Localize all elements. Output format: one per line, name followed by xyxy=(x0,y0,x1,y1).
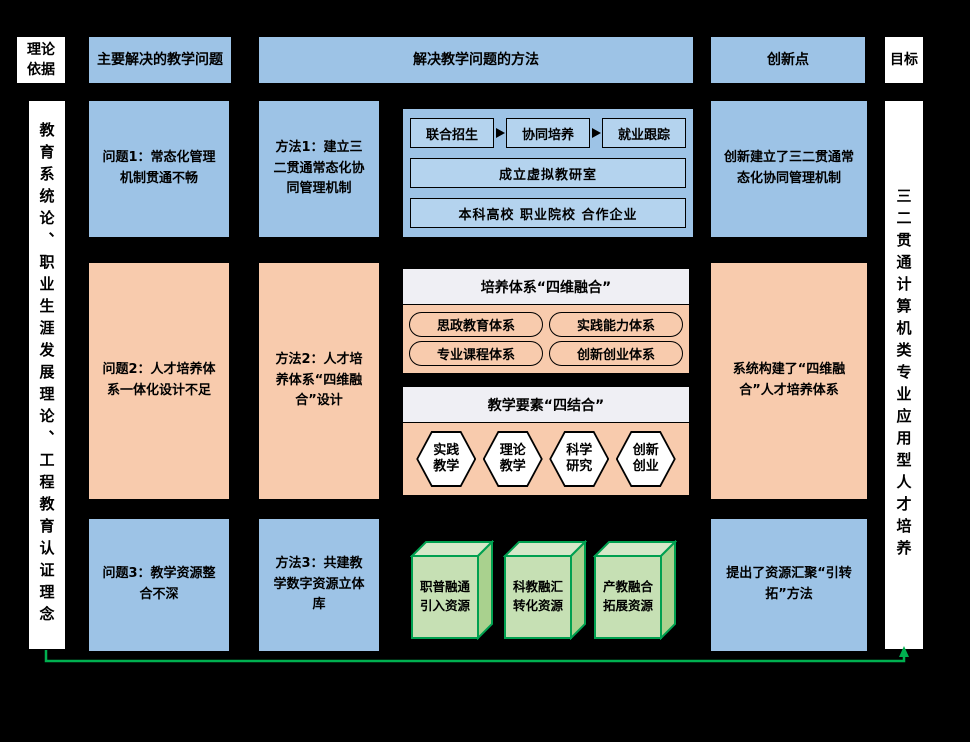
virtual-teaching-office-box: 成立虚拟教研室 xyxy=(410,158,686,188)
four-dimension-panel: 培养体系“四维融合” 思政教育体系 实践能力体系 专业课程体系 创新创业体系 xyxy=(402,268,690,374)
chain-recruit-label: 联合招生 xyxy=(425,127,478,143)
header-goal-label: 目标 xyxy=(890,51,918,68)
cube-label: 职普融通引入资源 xyxy=(412,556,478,638)
cube-label: 科教融汇转化资源 xyxy=(505,556,571,638)
hexagon-scientific-research: 科学研究 xyxy=(549,431,610,487)
problem-1-box: 问题1：常态化管理机制贯通不畅 xyxy=(88,100,230,238)
pill-practice-system: 实践能力体系 xyxy=(549,312,683,337)
innovation-1-text: 创新建立了三二贯通常态化协同管理机制 xyxy=(723,150,854,186)
resource-cube-science-education: 科教融汇转化资源 xyxy=(503,540,587,640)
header-goal: 目标 xyxy=(884,36,924,84)
innovation-3-box: 提出了资源汇聚“引转拓”方法 xyxy=(710,518,868,652)
problem-1-text: 问题1：常态化管理机制贯通不畅 xyxy=(102,150,216,186)
header-problems-label: 主要解决的教学问题 xyxy=(97,51,223,68)
header-methods: 解决教学问题的方法 xyxy=(258,36,694,84)
header-methods-label: 解决教学问题的方法 xyxy=(413,51,539,68)
cube-label: 产教融合拓展资源 xyxy=(595,556,661,638)
chain-box-employment: 就业跟踪 xyxy=(602,118,686,148)
chain-box-recruit: 联合招生 xyxy=(410,118,494,148)
four-combination-title-label: 教学要素“四结合” xyxy=(487,397,605,414)
method-3-text: 方法3：共建教学数字资源立体库 xyxy=(273,555,365,613)
resource-cube-industry-education: 产教融合拓展资源 xyxy=(593,540,677,640)
header-theory-basis-label: 理论依据 xyxy=(27,41,55,78)
innovation-3-text: 提出了资源汇聚“引转拓”方法 xyxy=(726,566,852,602)
four-combination-panel: 教学要素“四结合” 实践教学 理论教学 xyxy=(402,386,690,496)
pill-curriculum-system: 专业课程体系 xyxy=(409,341,543,366)
problem-3-text: 问题3：教学资源整合不深 xyxy=(102,566,216,602)
hex-research-label: 科学研究 xyxy=(566,443,593,474)
chain-employment-label: 就业跟踪 xyxy=(617,127,670,143)
hexagon-practice-teaching: 实践教学 xyxy=(416,431,477,487)
cube-industry-education-text: 产教融合拓展资源 xyxy=(602,579,653,613)
hexagon-face: 实践教学 xyxy=(418,433,475,485)
innovation-2-text: 系统构建了“四维融合”人才培养体系 xyxy=(732,362,846,398)
header-theory-basis: 理论依据 xyxy=(16,36,66,84)
chain-box-cultivate: 协同培养 xyxy=(506,118,590,148)
chain-cultivate-label: 协同培养 xyxy=(521,127,574,143)
institutions-box: 本科高校 职业院校 合作企业 xyxy=(410,198,686,228)
hex-theory-label: 理论教学 xyxy=(499,443,526,474)
method-1-text: 方法1：建立三二贯通常态化协同管理机制 xyxy=(273,139,365,197)
right-sidebar-goal: 三二贯通计算机类专业应用型人才培养 xyxy=(884,100,924,650)
problem-3-box: 问题3：教学资源整合不深 xyxy=(88,518,230,652)
cube-3d-icon xyxy=(503,540,587,640)
resource-cube-general-education: 职普融通引入资源 xyxy=(410,540,494,640)
innovation-1-box: 创新建立了三二贯通常态化协同管理机制 xyxy=(710,100,868,238)
pill-innovation-label: 创新创业体系 xyxy=(576,348,655,363)
pill-curriculum-label: 专业课程体系 xyxy=(436,348,515,363)
problem-2-box: 问题2：人才培养体系一体化设计不足 xyxy=(88,262,230,500)
pill-innovation-system: 创新创业体系 xyxy=(549,341,683,366)
header-innovation: 创新点 xyxy=(710,36,866,84)
method-2-box: 方法2：人才培养体系“四维融合”设计 xyxy=(258,262,380,500)
four-dimension-panel-title: 培养体系“四维融合” xyxy=(403,269,689,305)
left-sidebar-theory: 教育系统论、职业生涯发展理论、工程教育认证理念 xyxy=(28,100,66,650)
header-innovation-label: 创新点 xyxy=(767,51,809,68)
four-combination-panel-title: 教学要素“四结合” xyxy=(403,387,689,423)
right-sidebar-text: 三二贯通计算机类专业应用型人才培养 xyxy=(894,188,913,562)
method-3-box: 方法3：共建教学数字资源立体库 xyxy=(258,518,380,652)
hexagon-theory-teaching: 理论教学 xyxy=(482,431,543,487)
method-1-detail-panel: 联合招生 协同培养 就业跟踪 成立虚拟教研室 本科高校 职业院校 合作企业 xyxy=(402,108,694,238)
pill-ideology-system: 思政教育体系 xyxy=(409,312,543,337)
pill-ideology-label: 思政教育体系 xyxy=(436,319,515,334)
hexagon-innovation-entrepreneurship: 创新创业 xyxy=(615,431,676,487)
cube-science-education-text: 科教融汇转化资源 xyxy=(512,579,563,613)
cube-3d-icon xyxy=(410,540,494,640)
four-combination-items: 实践教学 理论教学 科学研究 xyxy=(403,423,689,495)
institutions-label: 本科高校 职业院校 合作企业 xyxy=(458,207,638,223)
virtual-teaching-office-label: 成立虚拟教研室 xyxy=(498,167,597,183)
header-problems: 主要解决的教学问题 xyxy=(88,36,232,84)
pill-practice-label: 实践能力体系 xyxy=(576,319,655,334)
hex-practice-label: 实践教学 xyxy=(433,443,460,474)
hex-innovation-label: 创新创业 xyxy=(632,443,659,474)
hexagon-face: 理论教学 xyxy=(484,433,541,485)
cube-3d-icon xyxy=(593,540,677,640)
method-2-text: 方法2：人才培养体系“四维融合”设计 xyxy=(275,351,363,409)
problem-2-text: 问题2：人才培养体系一体化设计不足 xyxy=(102,362,216,398)
innovation-2-box: 系统构建了“四维融合”人才培养体系 xyxy=(710,262,868,500)
four-dimension-items: 思政教育体系 实践能力体系 专业课程体系 创新创业体系 xyxy=(403,305,689,373)
method-1-box: 方法1：建立三二贯通常态化协同管理机制 xyxy=(258,100,380,238)
management-chain: 联合招生 协同培养 就业跟踪 xyxy=(410,118,686,148)
left-sidebar-text: 教育系统论、职业生涯发展理论、工程教育认证理念 xyxy=(37,122,56,628)
four-dimension-title-label: 培养体系“四维融合” xyxy=(480,279,612,296)
cube-general-education-text: 职普融通引入资源 xyxy=(419,579,470,613)
